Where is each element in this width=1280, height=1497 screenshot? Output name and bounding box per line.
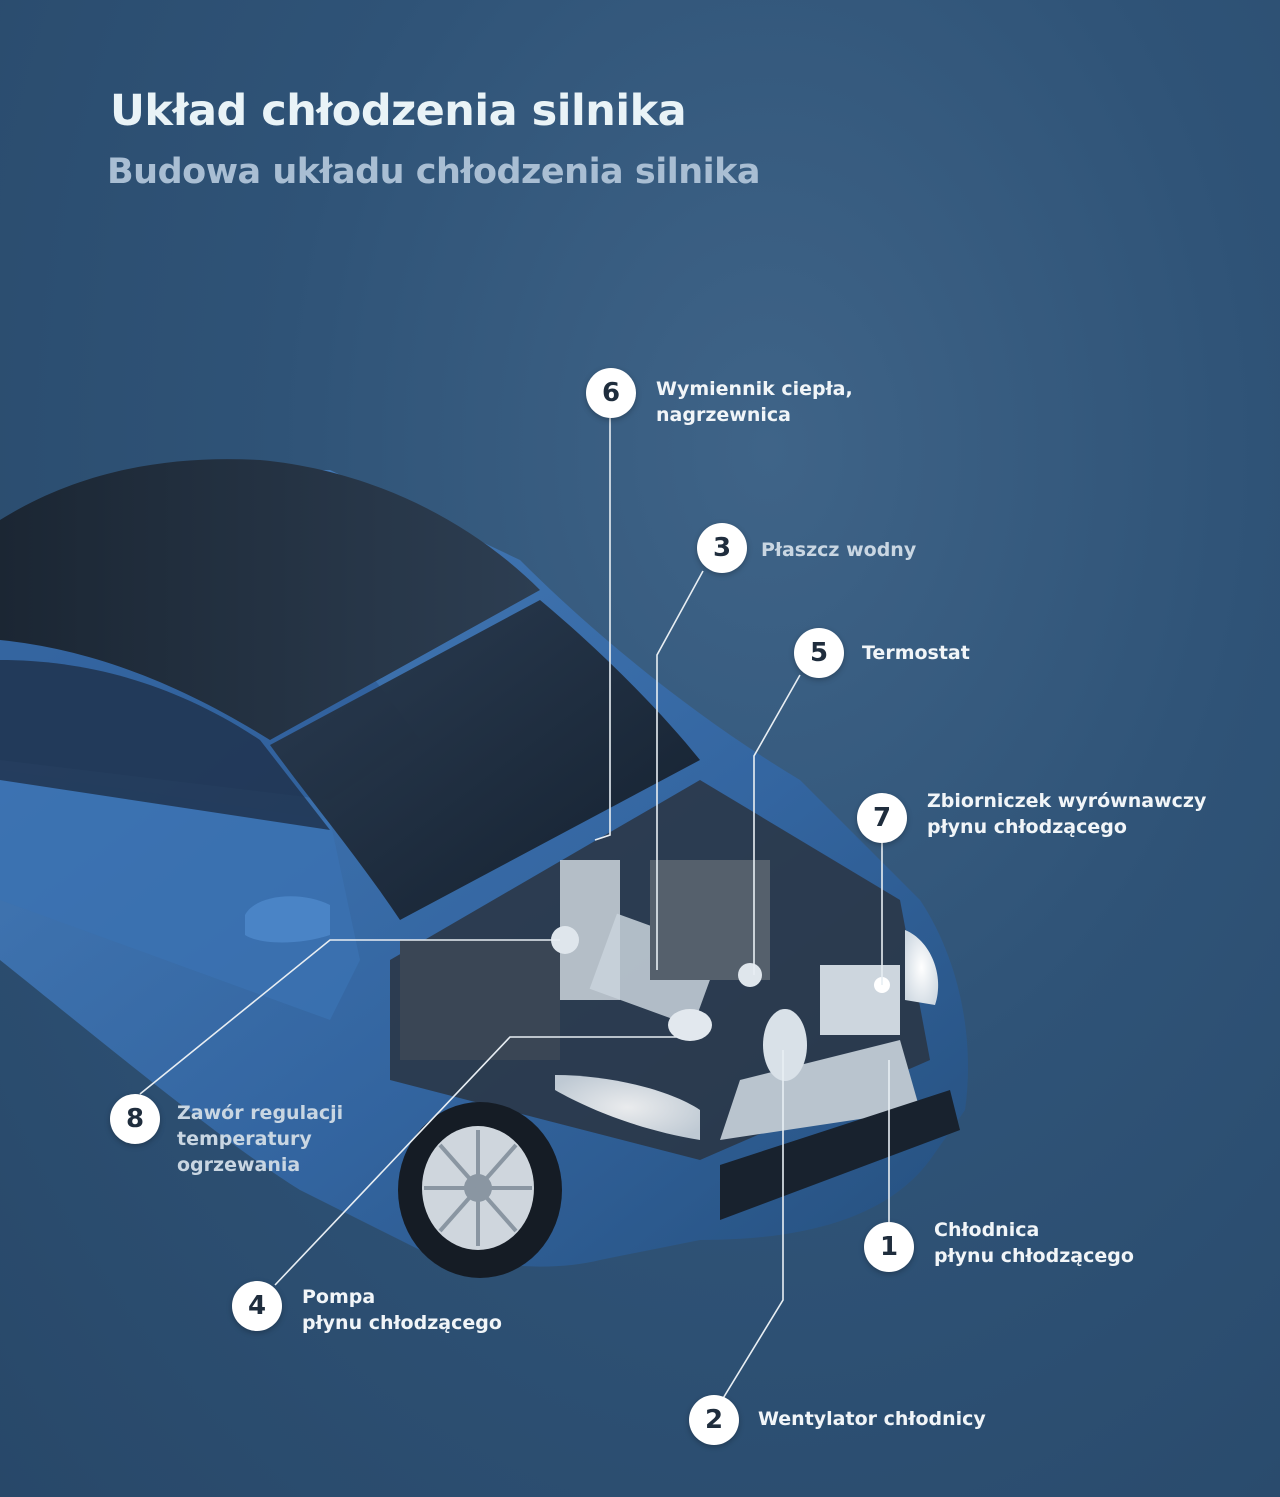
callout-label-3-line-1: Płaszcz wodny xyxy=(761,539,917,561)
callout-label-4-line-2: płynu chłodzącego xyxy=(302,1312,502,1334)
callout-label-8: Zawór regulacji temperatury ogrzewania xyxy=(177,1100,343,1178)
callout-label-7-line-1: Zbiorniczek wyrównawczy xyxy=(927,790,1207,812)
callout-label-5-line-1: Termostat xyxy=(862,642,970,664)
callout-label-8-line-3: ogrzewania xyxy=(177,1154,301,1176)
leader-line-2 xyxy=(721,1050,784,1401)
callout-label-6-line-1: Wymiennik ciepła, xyxy=(656,378,853,400)
callout-label-3: Płaszcz wodny xyxy=(761,537,916,563)
callout-label-8-line-1: Zawór regulacji xyxy=(177,1102,344,1124)
callout-badge-3: 3 xyxy=(697,523,747,573)
leader-line-6 xyxy=(594,418,611,841)
leader-line-4 xyxy=(274,1036,680,1286)
callout-label-7-line-2: płynu chłodzącego xyxy=(927,816,1127,838)
callout-label-2-line-1: Wentylator chłodnicy xyxy=(758,1408,986,1430)
callout-badge-6: 6 xyxy=(586,368,636,418)
callout-label-1: Chłodnica płynu chłodzącego xyxy=(934,1217,1134,1269)
page-title: Układ chłodzenia silnika xyxy=(110,86,687,136)
callout-badge-2: 2 xyxy=(689,1395,739,1445)
callout-badge-5: 5 xyxy=(794,628,844,678)
callout-label-4: Pompa płynu chłodzącego xyxy=(302,1284,502,1336)
callout-badge-8: 8 xyxy=(110,1094,160,1144)
car-roof xyxy=(0,459,700,920)
callout-label-7: Zbiorniczek wyrównawczy płynu chłodząceg… xyxy=(927,788,1206,840)
right-headlight xyxy=(905,930,939,1005)
engine-bay xyxy=(390,780,930,1160)
callout-label-5: Termostat xyxy=(862,640,970,666)
callout-label-1-line-2: płynu chłodzącego xyxy=(934,1245,1134,1267)
front-grille xyxy=(720,1090,960,1220)
leader-line-3 xyxy=(656,570,704,970)
callout-label-6: Wymiennik ciepła, nagrzewnica xyxy=(656,376,853,428)
front-wheel xyxy=(398,1102,562,1278)
callout-badge-1: 1 xyxy=(864,1222,914,1272)
callout-badge-4: 4 xyxy=(232,1281,282,1331)
callout-label-8-line-2: temperatury xyxy=(177,1128,312,1150)
leader-line-5 xyxy=(753,674,801,975)
left-headlight xyxy=(555,1075,700,1140)
callout-label-4-line-1: Pompa xyxy=(302,1286,376,1308)
leader-line-8 xyxy=(139,939,560,1095)
callout-label-2: Wentylator chłodnicy xyxy=(758,1406,986,1432)
callout-label-6-line-2: nagrzewnica xyxy=(656,404,791,426)
callout-label-1-line-1: Chłodnica xyxy=(934,1219,1040,1241)
page-subtitle: Budowa układu chłodzenia silnika xyxy=(107,152,761,192)
side-mirror xyxy=(245,896,330,943)
callout-badge-7: 7 xyxy=(857,793,907,843)
